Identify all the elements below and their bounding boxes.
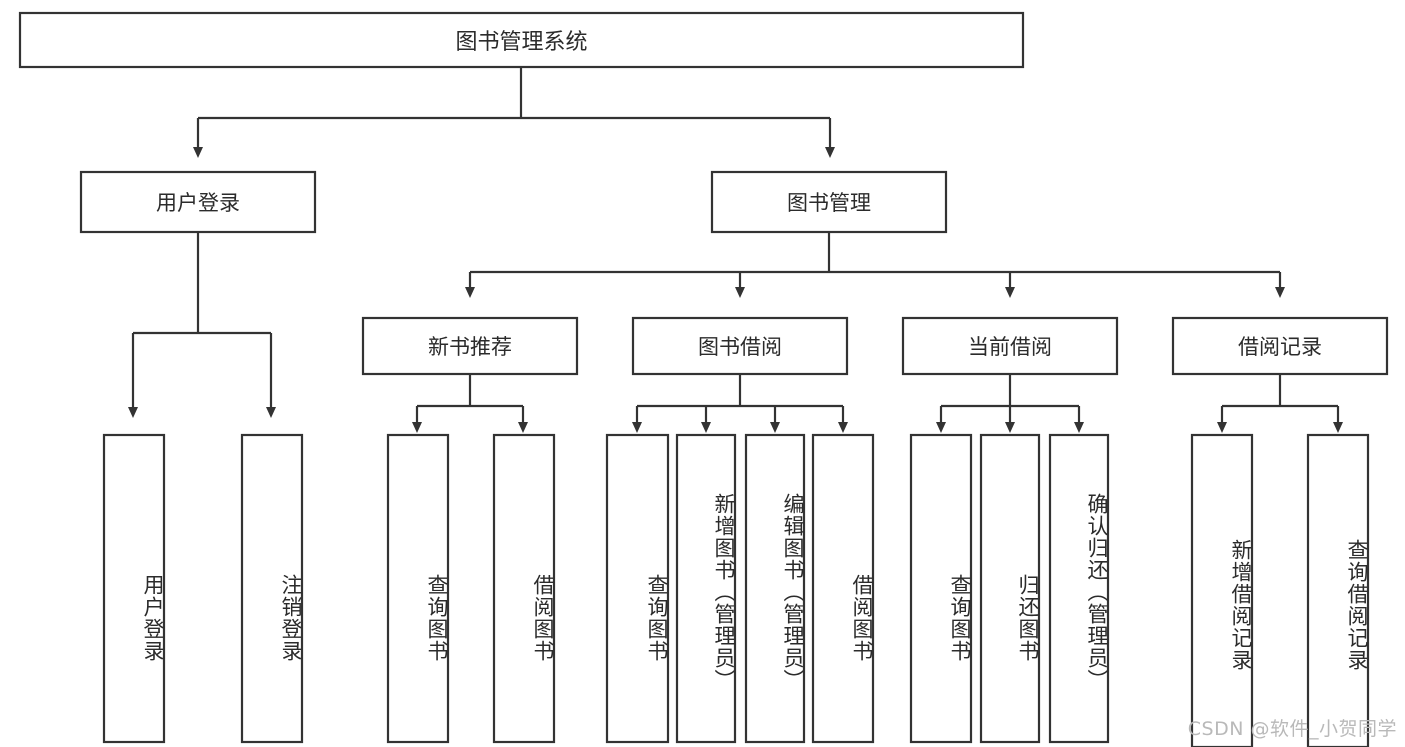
node-book-borrow-label: 图书借阅 <box>698 335 782 359</box>
leaf-box-query-book-3[interactable] <box>909 433 973 744</box>
connector-borrow-record-to-leaves <box>1217 374 1343 433</box>
node-book-management-box[interactable] <box>710 170 948 234</box>
connector-book-management-to-level3 <box>465 232 1285 298</box>
leaf-box-confirm-return-admin[interactable] <box>1048 433 1110 744</box>
node-current-borrow-label: 当前借阅 <box>968 335 1052 359</box>
connector-current-borrow-to-leaves <box>936 374 1084 433</box>
leaf-box-user-login[interactable] <box>102 433 166 744</box>
node-book-management-label: 图书管理 <box>787 191 871 215</box>
node-root-box[interactable] <box>18 11 1025 69</box>
leaf-box-query-book-1[interactable] <box>386 433 450 744</box>
node-book-borrow-box[interactable] <box>631 316 849 376</box>
node-new-book-recommend-box[interactable] <box>361 316 579 376</box>
node-new-book-recommend-label: 新书推荐 <box>428 335 512 359</box>
connector-new-book-recommend-to-leaves <box>412 374 528 433</box>
leaf-box-borrow-book-2[interactable] <box>811 433 875 744</box>
node-borrow-record-box[interactable] <box>1171 316 1389 376</box>
connector-book-borrow-to-leaves <box>632 374 848 433</box>
leaf-box-return-book[interactable] <box>979 433 1041 744</box>
node-borrow-record-label: 借阅记录 <box>1238 335 1322 359</box>
leaf-box-query-book-2[interactable] <box>605 433 670 744</box>
leaf-box-add-borrow-record[interactable] <box>1190 433 1254 747</box>
connector-user-login-to-leaves <box>128 232 276 418</box>
leaf-box-logout[interactable] <box>240 433 304 744</box>
leaf-box-borrow-book-1[interactable] <box>492 433 556 744</box>
node-root-label: 图书管理系统 <box>455 30 588 55</box>
node-user-login-label: 用户登录 <box>156 191 240 215</box>
connector-root-to-level2 <box>193 67 835 158</box>
csdn-watermark: CSDN @软件_小贺同学 <box>1187 718 1397 740</box>
leaf-box-edit-book-admin[interactable] <box>744 433 806 744</box>
leaf-box-add-book-admin[interactable] <box>675 433 737 744</box>
leaf-box-query-borrow-record[interactable] <box>1306 433 1370 747</box>
node-current-borrow-box[interactable] <box>901 316 1119 376</box>
